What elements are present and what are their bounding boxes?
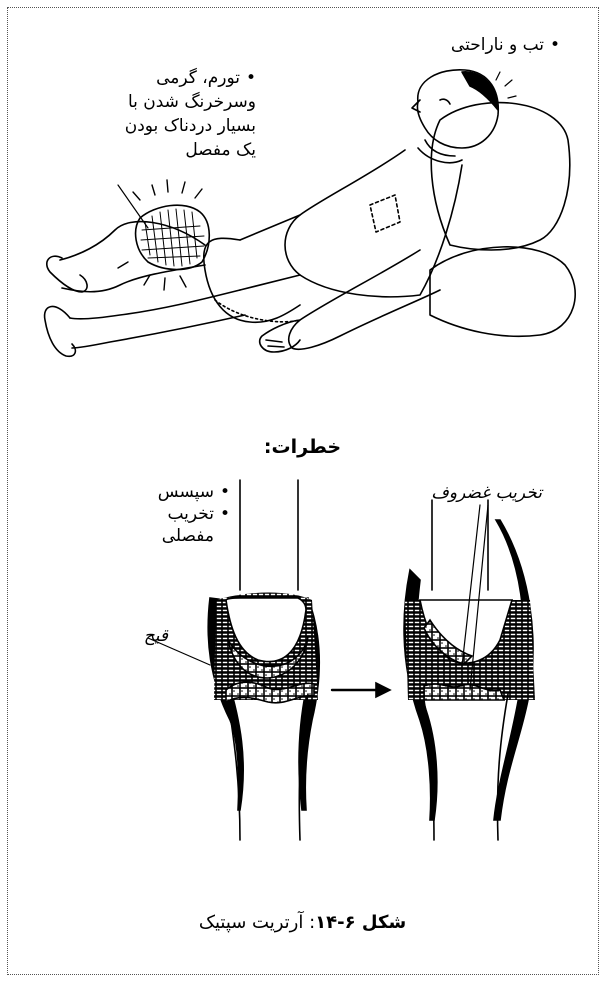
swelling-line-3: بسیار دردناک بودن — [60, 114, 256, 138]
swelling-line-2: وسرخرنگ شدن با — [60, 90, 256, 114]
swelling-symptom: تورم، گرمی وسرخرنگ شدن با بسیار دردناک ب… — [60, 66, 256, 162]
figure-title: آرتریت سپتیک — [199, 912, 304, 933]
fever-text: تب و ناراحتی — [300, 34, 560, 56]
figure-caption: شکل ۶-۱۴: آرتریت سپتیک — [0, 912, 605, 933]
caption-separator: : — [303, 912, 315, 933]
risk-item-joint-destruction: تخریب مفصلی — [110, 503, 230, 547]
swelling-line-1: تورم، گرمی — [60, 66, 256, 90]
pus-label: قیح — [108, 625, 168, 647]
risks-heading: خطرات: — [0, 436, 605, 458]
infected-joint — [404, 500, 535, 840]
risks-list: سپسس تخریب مفصلی — [110, 481, 230, 547]
figure-number: شکل ۶-۱۴ — [315, 912, 406, 933]
swelling-line-4: یک مفصل — [60, 138, 256, 162]
fever-symptom: تب و ناراحتی — [300, 34, 560, 56]
cartilage-destruction-label: تخریب غضروف — [362, 482, 542, 504]
risk-item-sepsis: سپسس — [110, 481, 230, 503]
